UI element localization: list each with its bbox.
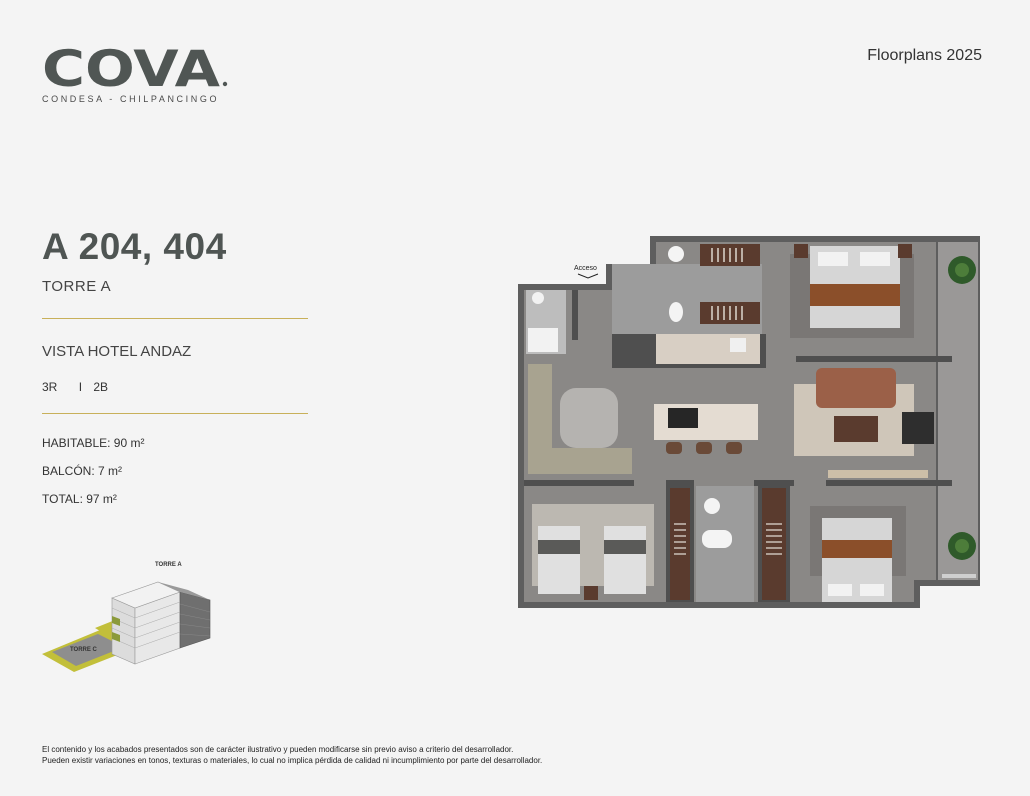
armchair (902, 412, 934, 444)
dining-sofa (816, 368, 896, 408)
pillow (828, 584, 852, 596)
dining-table (834, 416, 878, 442)
pillow (818, 252, 848, 266)
sideboard (828, 470, 928, 478)
bar-stool (666, 442, 682, 454)
twin-bed-throw (604, 540, 646, 554)
nightstand (794, 244, 808, 258)
tower-a-dark-top (158, 582, 210, 600)
brand-logo-text: COVA (42, 44, 220, 90)
wall (796, 356, 952, 362)
tower-a-dark-block (179, 591, 211, 649)
sink-icon (668, 246, 684, 262)
plant-icon (955, 539, 969, 553)
tower-a-green-accent-2 (112, 632, 120, 642)
sofa (528, 448, 632, 474)
unit-title: A 204, 404 (42, 226, 227, 267)
wall (572, 290, 578, 340)
brand-logo: COVA (42, 44, 228, 90)
rooms-separator: I (78, 380, 83, 394)
pillow (860, 252, 890, 266)
brand-subtitle: CONDESA - CHILPANCINGO (42, 94, 220, 104)
divider-bottom (42, 413, 308, 414)
tower-c-plot-inner (52, 634, 124, 666)
twin-bed (604, 526, 646, 594)
unit-rooms: 3R I 2B (42, 380, 108, 394)
divider-top (42, 318, 308, 319)
access-arrow-icon (577, 273, 599, 279)
area-balcony: BALCÓN: 7 m² (42, 464, 123, 478)
wall (524, 480, 634, 486)
plant-icon (955, 263, 969, 277)
sink-icon (730, 338, 746, 352)
bathtub-icon (702, 530, 732, 548)
master-bed-throw (810, 284, 900, 306)
nightstand (898, 244, 912, 258)
bar-stool (726, 442, 742, 454)
pillow (860, 584, 884, 596)
brand-logo-dot (222, 81, 228, 87)
nightstand (584, 586, 598, 600)
washer-icon (528, 328, 558, 352)
disclaimer-line-2: Pueden existir variaciones en tonos, tex… (42, 756, 543, 765)
twin-bed (538, 526, 580, 594)
closet-middle-right (762, 488, 786, 600)
closet-middle-left (670, 488, 690, 600)
balcony (938, 242, 978, 580)
wall (826, 480, 952, 486)
site-map: TORRE A TORRE C (42, 562, 211, 672)
bathrooms-count: 2B (93, 380, 109, 394)
toilet-icon (669, 302, 683, 322)
access-label: Acceso (574, 265, 597, 272)
coffee-table (560, 388, 618, 448)
tower-a-green-accent (112, 616, 120, 626)
disclaimer: El contenido y los acabados presentados … (42, 744, 542, 766)
site-label-tower-a: TORRE A (155, 562, 182, 568)
area-habitable: HABITABLE: 90 m² (42, 436, 145, 450)
tower-a-left-face (111, 597, 136, 665)
sink-icon (704, 498, 720, 514)
balcony-rail (942, 574, 976, 578)
washer-icon (532, 292, 544, 304)
area-total: TOTAL: 97 m² (42, 492, 117, 506)
header-title: Floorplans 2025 (867, 47, 982, 64)
cooktop-icon (668, 408, 698, 428)
bed-throw (822, 540, 892, 558)
bar-stool (696, 442, 712, 454)
bedrooms-count: 3R (42, 380, 58, 394)
site-label-tower-c: TORRE C (70, 647, 98, 653)
floorplan: Acceso (518, 236, 980, 608)
unit-view: VISTA HOTEL ANDAZ (42, 343, 192, 360)
twin-bed-throw (538, 540, 580, 554)
unit-tower: TORRE A (42, 278, 112, 295)
disclaimer-line-1: El contenido y los acabados presentados … (42, 745, 514, 754)
